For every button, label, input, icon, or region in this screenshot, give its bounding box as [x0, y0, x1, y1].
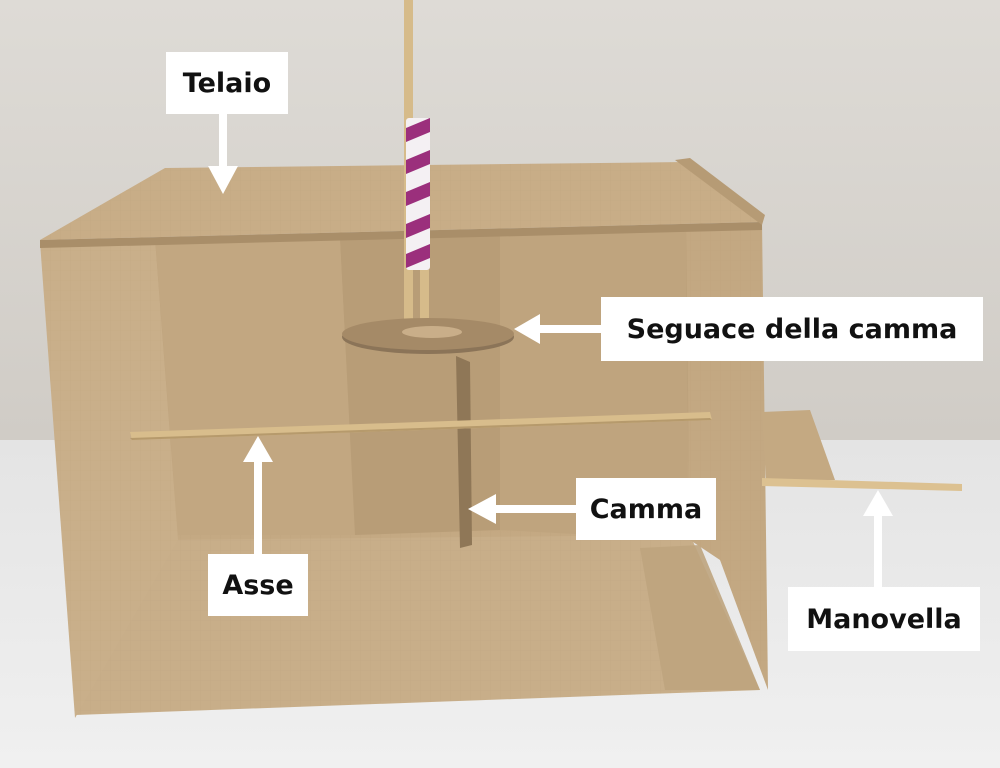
cam-disc	[456, 356, 472, 548]
arrow-seguace	[514, 314, 602, 344]
label-axle: Asse	[208, 554, 308, 616]
arrow-camma	[468, 494, 576, 524]
straw-stripes	[406, 118, 430, 268]
label-cam: Camma	[576, 478, 716, 540]
box-inner-panel-left	[155, 236, 355, 535]
box-top-front-edge	[40, 222, 762, 248]
label-cam-follower: Seguace della camma	[601, 297, 983, 361]
arrow-manovella	[863, 490, 893, 587]
crank-handle	[762, 478, 962, 491]
label-crank: Manovella	[788, 587, 980, 651]
crank-flap	[762, 410, 835, 482]
floor-flap	[640, 545, 760, 690]
label-frame: Telaio	[166, 52, 288, 114]
arrow-asse	[243, 436, 273, 554]
arrow-telaio	[208, 112, 238, 194]
